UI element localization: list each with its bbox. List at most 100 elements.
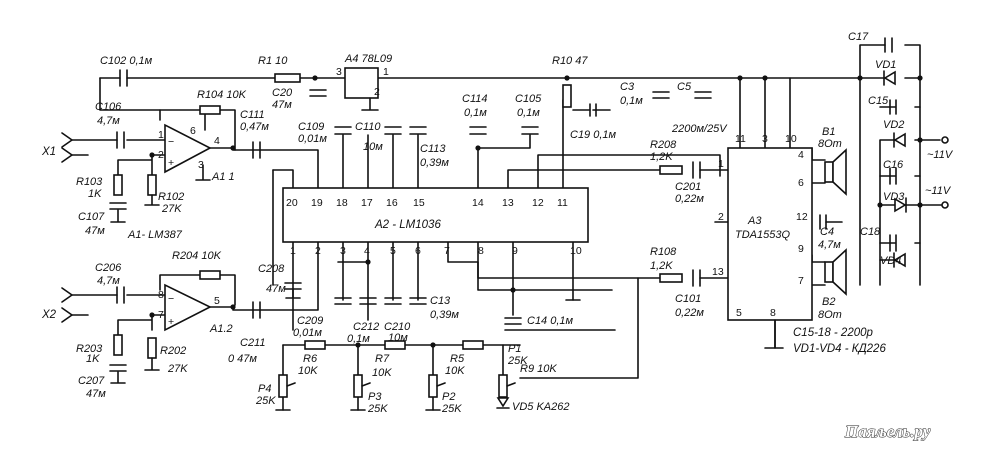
capacitors (109, 37, 897, 372)
label-r102: R102 (158, 191, 184, 203)
label-r104: R104 10K (197, 89, 247, 101)
pin-a4-1: 1 (383, 66, 389, 78)
value-r7: 10K (372, 367, 392, 379)
label-a3-part: TDA1553Q (735, 229, 790, 241)
value-r103: 1K (88, 188, 102, 200)
pin-a2-11: 11 (557, 197, 568, 209)
pin-a2-6: 6 (415, 245, 421, 257)
value-c207: 47м (86, 388, 106, 400)
svg-text:+: + (168, 157, 174, 169)
pin-a3-6: 6 (798, 177, 804, 189)
label-a11: A1 1 (211, 171, 235, 183)
value-c201: 0,22м (675, 193, 704, 205)
value-c209: 0,01м (293, 327, 322, 339)
wires (71, 44, 946, 411)
value-r5: 10K (445, 365, 465, 377)
label-r108: R108 (650, 246, 677, 258)
value-c106: 4,7м (97, 115, 120, 127)
label-c114: C114 (462, 93, 487, 105)
value-c210: 10м (388, 332, 408, 344)
value-p2: 25K (441, 403, 462, 415)
pin-a2-18: 18 (336, 197, 348, 209)
ic-a3 (727, 147, 813, 321)
label-p2: P2 (442, 391, 455, 403)
label-c3: C3 (620, 81, 635, 93)
value-c114: 0,1м (464, 107, 487, 119)
value-r203: 1K (86, 353, 100, 365)
label-c207: C207 (78, 375, 105, 387)
value-c3: 0,1м (620, 95, 643, 107)
pin-numbers: 1 2 3 4 6 8 7 5 20 19 18 17 16 15 14 13 … (158, 125, 808, 321)
pin-a2-5: 5 (390, 245, 396, 257)
label-c206: C206 (95, 262, 122, 274)
value-c4: 4,7м (818, 239, 841, 251)
pin-a4-2: 2 (374, 86, 380, 98)
grounds (110, 97, 843, 411)
label-c109: C109 (298, 121, 324, 133)
pin-a2-2: 2 (315, 245, 321, 257)
value-p3: 25K (367, 403, 388, 415)
label-vd2: VD2 (883, 119, 904, 131)
svg-text:−: − (168, 293, 174, 305)
pin-a1-4: 4 (214, 135, 220, 147)
label-r5: R5 (450, 353, 465, 365)
component-labels: C102 0,1м R1 10 A4 78L09 3 1 2 R10 47 C1… (41, 31, 954, 415)
pin-a1-5: 5 (214, 295, 220, 307)
label-a2: A2 - LM1036 (374, 219, 441, 231)
label-r203: R203 (76, 343, 103, 355)
label-c212: C212 (353, 321, 379, 333)
value-r202: 27K (167, 363, 188, 375)
label-c14: C14 0,1м (527, 315, 574, 327)
pin-a3-12: 12 (796, 211, 808, 223)
opamp-a1-2: − + (164, 283, 212, 332)
label-c102: C102 0,1м (100, 55, 153, 67)
label-r10: R10 47 (552, 55, 588, 67)
resistors (113, 73, 683, 398)
label-c113: C113 (420, 143, 446, 155)
pin-a2-12: 12 (532, 197, 544, 209)
watermark: Паяљель.ру (844, 422, 931, 441)
pin-a2-13: 13 (502, 197, 514, 209)
label-c5: C5 (677, 81, 692, 93)
ic-a2 (282, 187, 589, 243)
pin-a2-3: 3 (340, 245, 346, 257)
label-c105: C105 (515, 93, 542, 105)
label-c106: C106 (95, 101, 122, 113)
label-a12: A1.2 (209, 323, 233, 335)
label-v11b: ~11V (925, 185, 952, 197)
pin-a3-10: 10 (785, 133, 797, 145)
label-c17: C17 (848, 31, 869, 43)
value-c105: 0,1м (517, 107, 540, 119)
pin-a2-16: 16 (386, 197, 398, 209)
pin-a3-11: 11 (735, 133, 746, 145)
label-c15: C15 (868, 95, 889, 107)
pin-a1-2: 2 (158, 149, 164, 161)
pin-a4-3: 3 (336, 66, 342, 78)
value-r6: 10K (298, 365, 318, 377)
label-p4: P4 (258, 383, 271, 395)
speaker-b2 (824, 248, 847, 296)
label-c209: C209 (297, 315, 323, 327)
value-c20: 47м (272, 99, 292, 111)
label-x1: X1 (41, 146, 56, 158)
svg-text:+: + (168, 316, 174, 328)
label-p1: P1 (508, 343, 521, 355)
pin-a3-3: 3 (762, 133, 768, 145)
label-c101: C101 (675, 293, 701, 305)
label-c211: C211 (240, 337, 265, 349)
label-r208: R208 (650, 139, 677, 151)
value-c111: 0,47м (240, 121, 269, 133)
label-r7: R7 (375, 353, 390, 365)
pin-a2-19: 19 (311, 197, 323, 209)
svg-text:−: − (168, 136, 174, 148)
diodes (496, 70, 907, 409)
value-r102: 27K (161, 203, 182, 215)
regulator-a4 (344, 67, 379, 99)
value-p4: 25K (255, 395, 276, 407)
pin-a1-3: 3 (198, 159, 204, 171)
pin-a2-1: 1 (290, 245, 296, 257)
value-c113: 0,39м (420, 157, 449, 169)
label-a4: A4 78L09 (344, 53, 392, 65)
value-c212: 0,1м (347, 333, 370, 345)
